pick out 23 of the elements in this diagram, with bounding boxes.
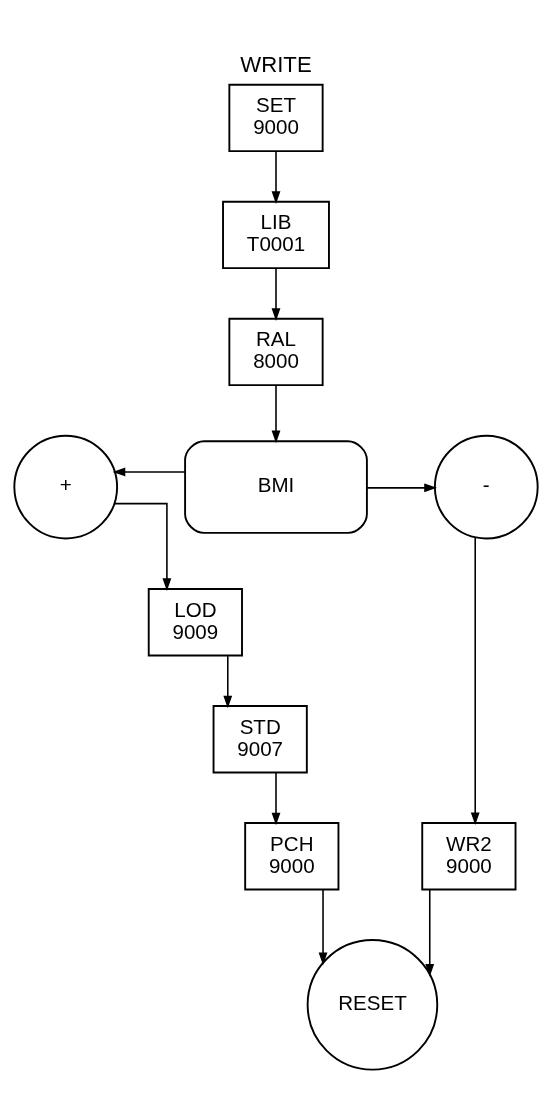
node-box: LOD 9009 [147,587,243,656]
arrow [366,482,437,492]
node-circle: - [433,434,539,539]
node-box: BMI [184,439,368,534]
node-box: WR2 9000 [421,821,517,890]
node-box: LIB T0001 [222,200,330,269]
arrow [112,467,186,476]
arrow [271,149,281,204]
arrow [271,384,281,443]
node-box: RAL 8000 [228,317,324,386]
node-box: SET 9000 [228,83,324,152]
diagram-title: WRITE [240,51,312,77]
node-box: STD 9007 [212,704,308,773]
arrow [113,502,172,591]
node-box: PCH 9000 [244,821,340,890]
arrow [223,654,233,708]
node-circle: + [13,434,119,539]
arrow [318,888,328,965]
arrow [271,266,281,321]
arrow [470,536,480,825]
arrow [271,771,281,825]
arrow [425,888,435,977]
node-circle: RESET [306,938,439,1071]
